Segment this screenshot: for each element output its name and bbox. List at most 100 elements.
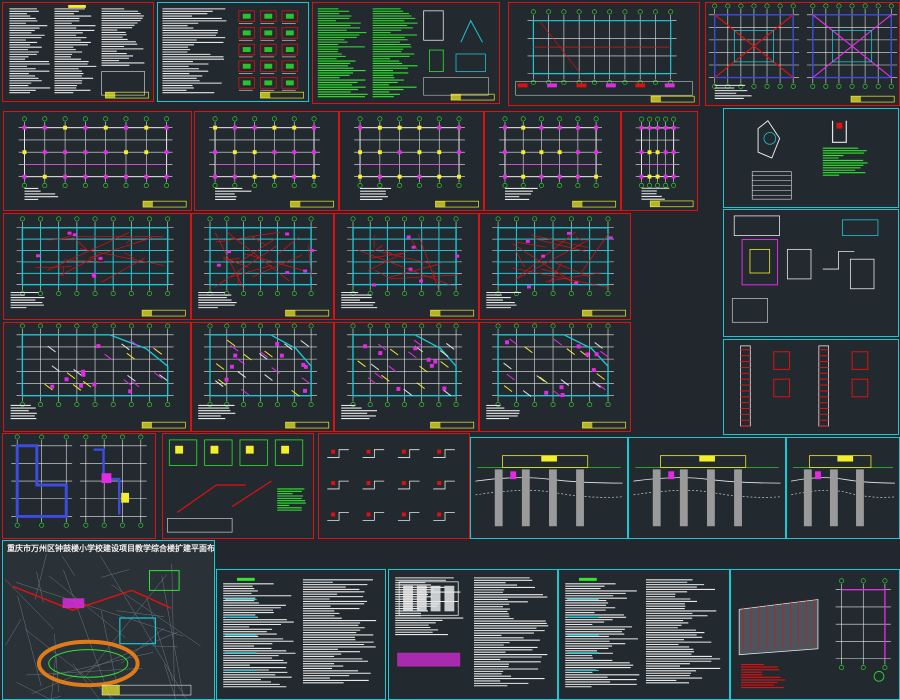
profile-pile (494, 469, 503, 527)
sheet-notes-b[interactable] (388, 569, 558, 700)
sheet-beam-3[interactable] (334, 213, 479, 320)
sheet-slab-3[interactable] (334, 322, 479, 432)
grid-bubble (147, 291, 152, 296)
grid-bubble (538, 116, 544, 122)
sheet-notes-green[interactable] (312, 2, 500, 104)
sheet-notes-c[interactable] (558, 569, 730, 700)
sheet-beam-1[interactable] (3, 213, 191, 320)
column-mark (22, 150, 27, 155)
grid-bubble (22, 116, 27, 122)
sheet-details-1[interactable] (157, 2, 309, 102)
title-block-logo (290, 201, 301, 208)
grid-bubble (875, 83, 881, 89)
grid-bubble (738, 83, 744, 89)
grid-bubble (377, 116, 383, 122)
plan-outline (497, 334, 609, 397)
sheet-site-plan[interactable]: 重庆市万州区钟鼓楼小学校建设项目教学综合楼扩建平面布置图 (2, 540, 215, 700)
detail-box (260, 77, 277, 89)
slab-mark (363, 344, 368, 349)
slab-rebar (367, 377, 377, 385)
slab-mark (224, 377, 229, 382)
sheet-drawing (10, 323, 186, 429)
note-table-cell (403, 585, 413, 612)
rebar-line (47, 237, 75, 241)
grid-bubble (751, 3, 757, 9)
title-block-logo (582, 422, 593, 429)
rebar-line (512, 243, 576, 285)
rebar-line (47, 232, 130, 271)
detail-box (260, 10, 277, 23)
sheet-plan-top[interactable] (508, 2, 700, 106)
grid-bubble (92, 323, 98, 329)
grid-bubble (568, 323, 574, 329)
grid-bubble (456, 183, 462, 188)
sheet-details-2[interactable] (318, 433, 470, 539)
rebar-line (512, 267, 610, 288)
grid-bubble (19, 323, 25, 329)
sheet-profile-2[interactable] (628, 437, 786, 539)
rebar-line (244, 253, 306, 272)
sheet-section-detail[interactable] (723, 108, 899, 208)
grid-bubble (777, 83, 783, 89)
slab-rebar (44, 383, 53, 391)
sheet-beam-2[interactable] (191, 213, 334, 320)
grid-bubble (587, 216, 593, 222)
sheet-slab-2[interactable] (191, 322, 334, 432)
column-mark (213, 174, 218, 179)
slab-rebar (153, 372, 163, 379)
grid-bubble (453, 323, 459, 329)
grid-bubble (74, 402, 80, 407)
sheet-drawing (708, 3, 898, 103)
grid-bubble (308, 323, 314, 329)
grid-bubble (605, 216, 611, 222)
sheet-grid-diag[interactable] (705, 2, 900, 106)
sheet-pile-detail[interactable] (723, 339, 899, 435)
sheet-col-2[interactable] (194, 111, 339, 211)
sheet-slab-4[interactable] (479, 322, 631, 432)
sheet-profile-1[interactable] (470, 437, 628, 539)
column-mark (557, 150, 562, 155)
sheet-profile-3[interactable] (786, 437, 900, 539)
sheet-drawing (317, 8, 495, 101)
slab-mark (301, 362, 306, 367)
detail-box (238, 43, 255, 56)
grid-bubble (74, 291, 80, 296)
detail-section (264, 80, 273, 86)
grid-bubble (308, 402, 314, 407)
sheet-col-1[interactable] (3, 111, 192, 211)
rebar-line (417, 234, 439, 289)
sheet-stair-2[interactable] (162, 433, 314, 539)
sheet-col-3[interactable] (339, 111, 484, 211)
site-building (119, 617, 156, 645)
sheet-found-detail[interactable] (723, 209, 899, 337)
sheet-notes-1[interactable] (2, 2, 154, 102)
column-mark (213, 150, 218, 155)
column-mark (252, 174, 257, 179)
sheet-col-5[interactable] (621, 111, 698, 211)
rebar-line (80, 248, 165, 266)
detail-node (362, 480, 385, 490)
grid-bubble (575, 116, 581, 122)
slab-mark (275, 341, 280, 346)
sheet-slab-1[interactable] (3, 322, 191, 432)
column-mark (575, 150, 580, 155)
rebar-line (545, 272, 602, 282)
column-mark (594, 174, 599, 179)
profile-pile (829, 469, 838, 527)
sheet-col-4[interactable] (484, 111, 621, 211)
detail-box (260, 27, 277, 39)
sheet-retaining[interactable] (730, 569, 900, 700)
column-mark (457, 125, 461, 130)
column-mark (671, 150, 676, 155)
sheet-beam-4[interactable] (479, 213, 631, 320)
slab-mark (585, 352, 590, 357)
sheet-stair-1[interactable] (2, 433, 156, 539)
sheet-notes-a[interactable] (216, 569, 386, 700)
column-mark (213, 125, 218, 130)
grid-bubble (550, 216, 556, 222)
grid-bubble (291, 216, 297, 222)
slab-rebar (524, 346, 533, 354)
slab-rebar (301, 377, 311, 384)
site-contour (51, 655, 56, 699)
grid-bubble (882, 578, 888, 584)
